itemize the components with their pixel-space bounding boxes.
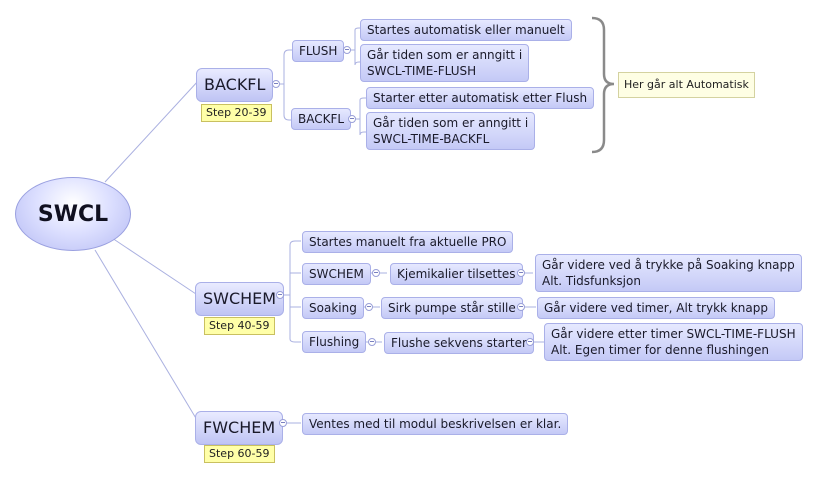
topic-backfl-sub[interactable]: BACKFL bbox=[291, 108, 352, 130]
collapse-toggle-icon[interactable] bbox=[279, 419, 287, 427]
topic-flush[interactable]: FLUSH bbox=[292, 40, 345, 62]
collapse-toggle-icon[interactable] bbox=[372, 269, 380, 277]
step-label-swchem: Step 40-59 bbox=[204, 317, 275, 335]
backfl-duration[interactable]: Går tiden som er anngitt i SWCL-TIME-BAC… bbox=[366, 112, 536, 150]
topic-soaking[interactable]: Soaking bbox=[302, 297, 364, 319]
collapse-toggle-icon[interactable] bbox=[343, 46, 351, 54]
collapse-toggle-icon[interactable] bbox=[365, 303, 373, 311]
backfl-duration-line1: Går tiden som er anngitt i bbox=[373, 116, 529, 130]
collapse-toggle-icon[interactable] bbox=[272, 80, 280, 88]
topic-flushing[interactable]: Flushing bbox=[302, 331, 367, 353]
swchem-next-line2: Alt. Tidsfunksjon bbox=[542, 274, 641, 288]
flushing-sequence-step[interactable]: Flushe sekvens starter bbox=[384, 332, 534, 354]
topic-fwchem[interactable]: FWCHEM bbox=[195, 411, 284, 445]
topic-swchem-sub[interactable]: SWCHEM bbox=[302, 263, 371, 285]
topic-swchem[interactable]: SWCHEM bbox=[195, 282, 285, 316]
backfl-duration-line2: SWCL-TIME-BACKFL bbox=[373, 132, 490, 146]
topic-backfl[interactable]: BACKFL bbox=[196, 68, 274, 102]
collapse-toggle-icon[interactable] bbox=[526, 338, 534, 346]
central-topic-swcl[interactable]: SWCL bbox=[15, 177, 131, 251]
flush-duration-line1: Går tiden som er anngitt i bbox=[367, 48, 523, 62]
step-label-backfl: Step 20-39 bbox=[201, 104, 272, 122]
flushing-next-condition[interactable]: Går videre etter timer SWCL-TIME-FLUSH A… bbox=[544, 323, 803, 361]
swchem-next-condition[interactable]: Går videre ved å trykke på Soaking knapp… bbox=[535, 254, 802, 292]
flushing-next-line1: Går videre etter timer SWCL-TIME-FLUSH bbox=[551, 327, 796, 341]
flush-duration-line2: SWCL-TIME-FLUSH bbox=[367, 64, 477, 78]
collapse-toggle-icon[interactable] bbox=[517, 269, 525, 277]
backfl-start-mode[interactable]: Starter etter automatisk etter Flush bbox=[366, 87, 595, 109]
flush-start-mode[interactable]: Startes automatisk eller manuelt bbox=[360, 19, 572, 41]
soaking-pump-step[interactable]: Sirk pumpe står stille bbox=[381, 297, 523, 319]
swchem-chemicals-step[interactable]: Kjemikalier tilsettes bbox=[390, 263, 523, 285]
summary-note[interactable]: Her går alt Automatisk bbox=[618, 72, 755, 98]
step-label-fwchem: Step 60-59 bbox=[204, 445, 275, 463]
collapse-toggle-icon[interactable] bbox=[368, 338, 376, 346]
collapse-toggle-icon[interactable] bbox=[517, 303, 525, 311]
flushing-next-line2: Alt. Egen timer for denne flushingen bbox=[551, 343, 770, 357]
fwchem-pending-note[interactable]: Ventes med til modul beskrivelsen er kla… bbox=[302, 413, 569, 435]
swchem-next-line1: Går videre ved å trykke på Soaking knapp bbox=[542, 258, 795, 272]
swchem-manual-start[interactable]: Startes manuelt fra aktuelle PRO bbox=[302, 231, 514, 253]
collapse-toggle-icon[interactable] bbox=[348, 115, 356, 123]
flush-duration[interactable]: Går tiden som er anngitt i SWCL-TIME-FLU… bbox=[360, 44, 530, 82]
collapse-toggle-icon[interactable] bbox=[276, 291, 284, 299]
soaking-next-condition[interactable]: Går videre ved timer, Alt trykk knapp bbox=[537, 297, 775, 319]
